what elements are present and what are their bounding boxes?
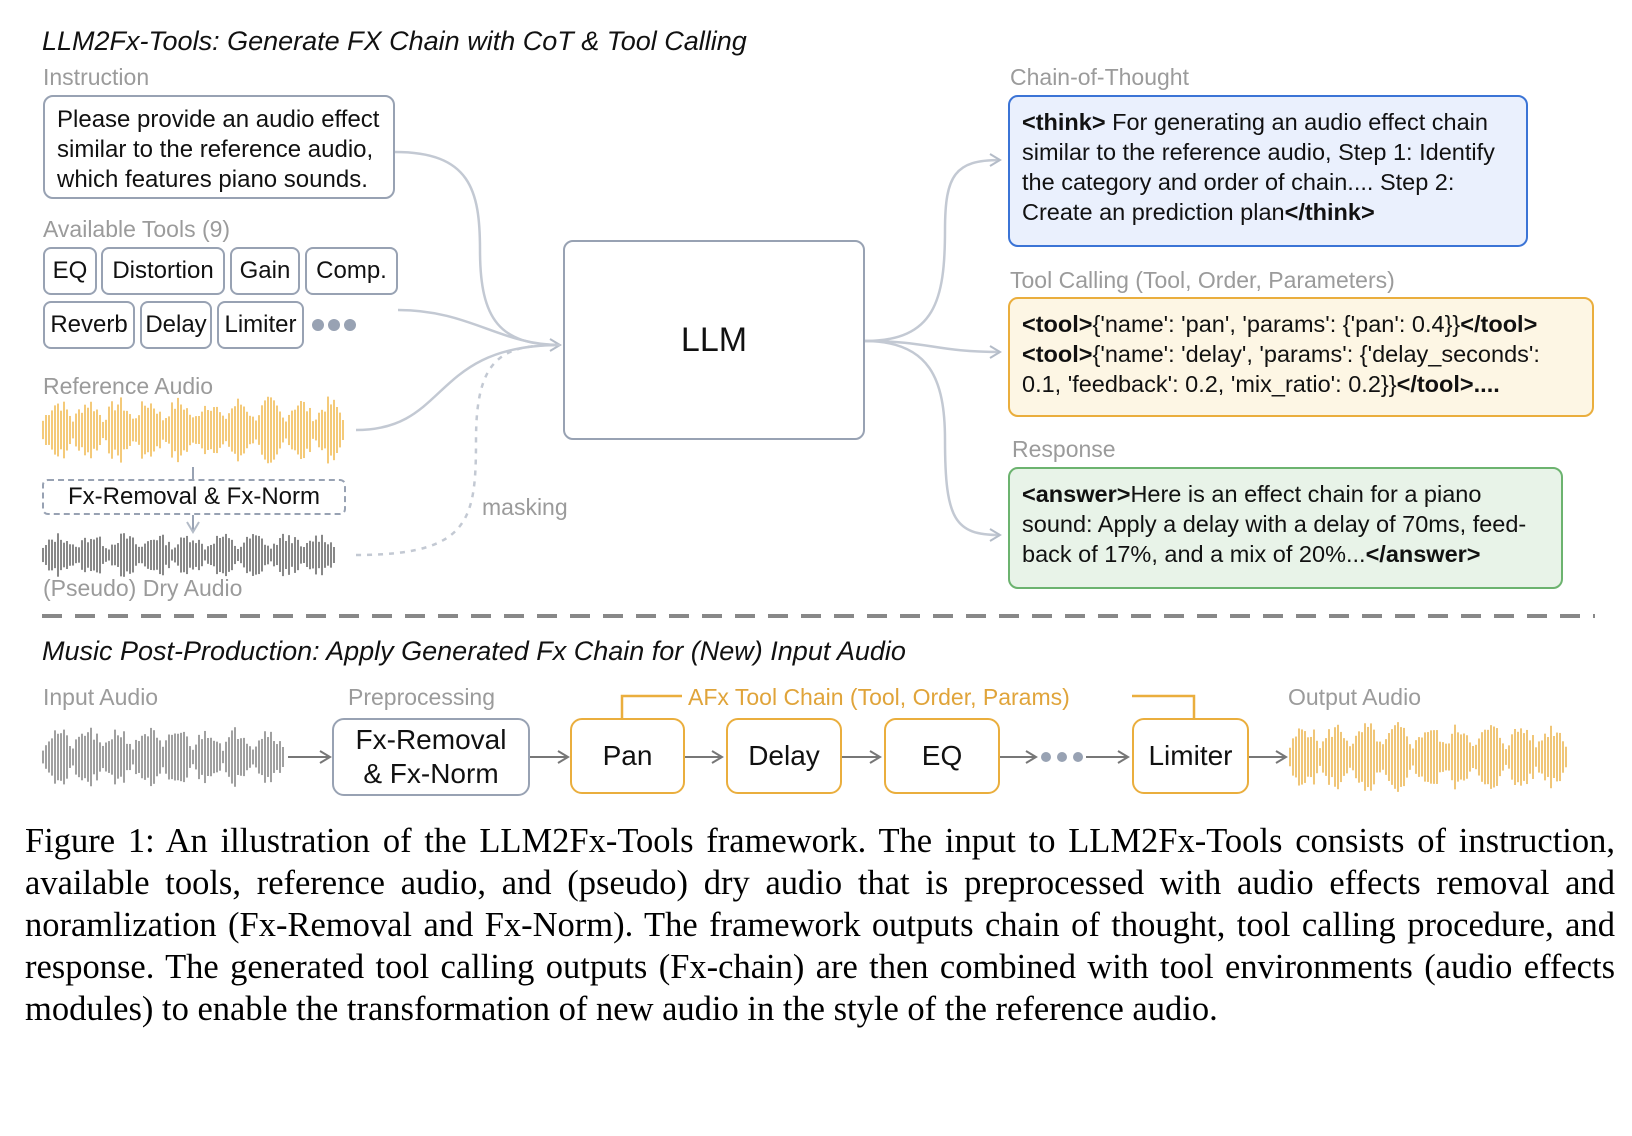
afx-eq-box: EQ — [884, 718, 1000, 794]
llm-box: LLM — [563, 240, 865, 440]
tool-chip-limiter: Limiter — [217, 301, 304, 349]
answer-close-tag: </answer> — [1365, 541, 1481, 567]
chain-dot-2 — [1057, 752, 1067, 762]
input-audio-waveform — [42, 727, 284, 787]
llm-label: LLM — [680, 320, 748, 359]
connector-to-response — [864, 339, 1002, 542]
masking-label: masking — [482, 494, 568, 520]
reference-audio-waveform — [42, 396, 344, 464]
output-audio-label: Output Audio — [1288, 684, 1421, 710]
chain-dot-1 — [1041, 752, 1051, 762]
connector-to-cot — [864, 153, 1002, 343]
dry-audio-waveform — [42, 533, 335, 577]
fx-removal-norm-box: Fx-Removal & Fx-Norm — [42, 479, 346, 515]
more-tools-ellipsis-icon — [312, 318, 360, 336]
instruction-text: Please provide an audio effect similar t… — [57, 106, 380, 193]
tool-chip-eq: EQ — [43, 247, 97, 295]
instruction-box: Please provide an audio effect similar t… — [43, 95, 395, 199]
chain-of-thought-label: Chain-of-Thought — [1010, 64, 1189, 90]
figure-caption: Figure 1: An illustration of the LLM2Fx-… — [25, 822, 1615, 1028]
response-label: Response — [1012, 436, 1116, 462]
connector-dry-masked — [355, 343, 557, 557]
afx-limiter-box: Limiter — [1132, 718, 1249, 794]
top-section-title: LLM2Fx-Tools: Generate FX Chain with CoT… — [42, 26, 747, 56]
tool-chip-distortion: Distortion — [101, 247, 225, 295]
afx-bracket-left — [620, 694, 682, 718]
tool-chip-comp: Comp. — [305, 247, 398, 295]
tool-call-pan: <tool>{'name': 'pan', 'params': {'pan': … — [1022, 311, 1538, 337]
input-audio-label: Input Audio — [43, 684, 159, 710]
think-close-tag: </think> — [1284, 199, 1375, 225]
fx-removal-norm-label: Fx-Removal & Fx-Norm — [67, 483, 320, 510]
afx-pan-box: Pan — [570, 718, 685, 794]
reference-audio-label: Reference Audio — [43, 373, 214, 399]
chain-of-thought-box: <think> For generating an audio effect c… — [1008, 95, 1528, 247]
connector-reference — [355, 343, 561, 432]
preprocessing-label: Preprocessing — [348, 684, 496, 710]
afx-chain-label: AFx Tool Chain (Tool, Order, Params) — [688, 684, 1070, 710]
tool-calling-label: Tool Calling (Tool, Order, Parameters) — [1010, 267, 1395, 293]
tool-chip-gain: Gain — [230, 247, 300, 295]
tool-chip-reverb: Reverb — [43, 301, 135, 349]
connector-tools — [397, 308, 561, 347]
preprocessing-box: Fx-Removal& Fx-Norm — [332, 718, 530, 796]
bottom-section-title: Music Post-Production: Apply Generated F… — [42, 636, 906, 666]
response-box: <answer>Here is an effect chain for a pi… — [1008, 467, 1563, 589]
tool-chip-delay: Delay — [140, 301, 212, 349]
chain-of-thought-text: For generating an audio effect chain sim… — [1022, 109, 1495, 225]
chain-dot-3 — [1073, 752, 1083, 762]
instruction-label: Instruction — [43, 64, 150, 90]
connectors-layer — [42, 150, 1595, 792]
response-text: Here is an effect chain for a piano soun… — [1022, 481, 1527, 567]
available-tools-label: Available Tools (9) — [43, 216, 231, 242]
think-open-tag: <think> — [1022, 109, 1106, 135]
afx-delay-box: Delay — [726, 718, 842, 794]
tool-call-delay: <tool>{'name': 'delay', 'params': {'dela… — [1022, 341, 1540, 397]
tool-calling-box: <tool>{'name': 'pan', 'params': {'pan': … — [1008, 297, 1594, 417]
afx-bracket-right — [1132, 694, 1196, 718]
answer-open-tag: <answer> — [1022, 481, 1131, 507]
output-audio-waveform — [1289, 722, 1567, 792]
connector-instruction — [394, 150, 562, 352]
dry-audio-label: (Pseudo) Dry Audio — [43, 575, 243, 601]
